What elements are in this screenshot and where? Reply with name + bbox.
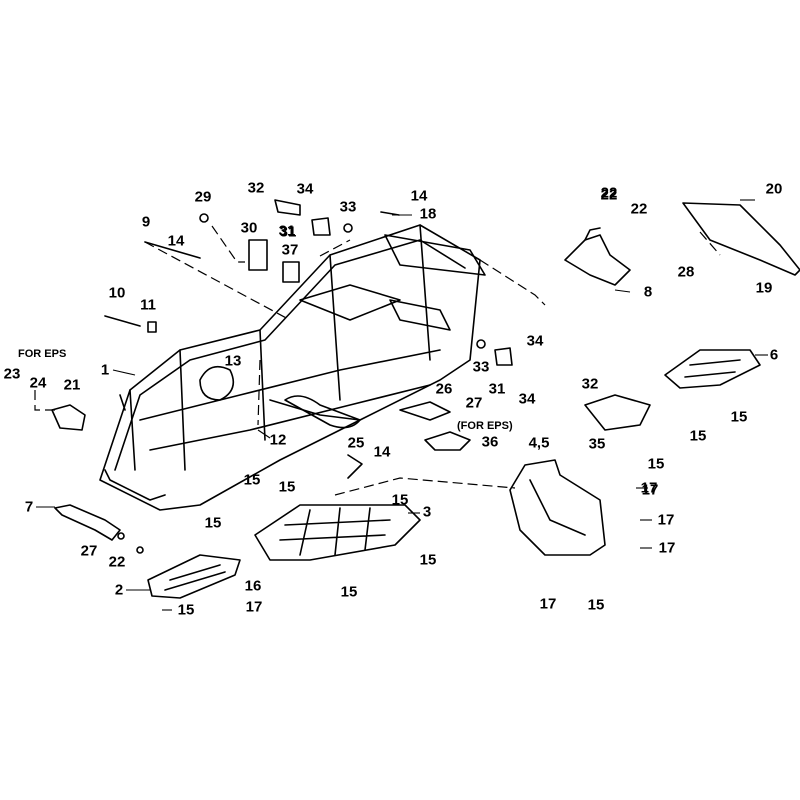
- callout-18: 18: [419, 205, 437, 223]
- callout-21: 21: [63, 376, 81, 394]
- leader-13: [257, 359, 261, 426]
- callout-36: 36: [481, 433, 499, 451]
- leader-28: [699, 231, 721, 256]
- leader-23: [34, 390, 55, 411]
- callout-31-a: 31: [278, 222, 296, 240]
- leader-1: [112, 369, 136, 376]
- callout-22-c: 22: [108, 553, 126, 571]
- callout-26: 26: [435, 380, 453, 398]
- eps-bracket-21: [51, 404, 86, 431]
- bracket-7: [54, 504, 121, 541]
- callout-35: 35: [588, 435, 606, 453]
- callout-15-b: 15: [340, 583, 358, 601]
- callout-37: 37: [281, 241, 299, 259]
- callout-19: 19: [755, 279, 773, 297]
- callout-32-a: 32: [247, 179, 265, 197]
- callout-34-b: 34: [526, 332, 544, 350]
- callout-31-b: 31: [488, 380, 506, 398]
- note-for-eps-center: (FOR EPS): [457, 420, 513, 432]
- callout-33-b: 33: [472, 358, 490, 376]
- callout-30: 30: [240, 219, 258, 237]
- callout-24: 24: [29, 374, 47, 392]
- note-for-eps-left: FOR EPS: [18, 348, 67, 360]
- callout-15-e: 15: [278, 478, 296, 496]
- callout-13: 13: [224, 352, 242, 370]
- callout-17-e: 17: [539, 595, 557, 613]
- skid-plate-front: [147, 554, 241, 599]
- callout-3: 3: [422, 503, 432, 521]
- callout-34-c: 34: [518, 390, 536, 408]
- callout-22-a: 22: [600, 184, 618, 202]
- leader-4-5: [334, 477, 516, 496]
- callout-4-5: 4,5: [528, 434, 550, 452]
- callout-15-h: 15: [730, 408, 748, 426]
- callout-32-b: 32: [581, 375, 599, 393]
- callout-17-d: 17: [658, 539, 676, 557]
- callout-2: 2: [114, 581, 124, 599]
- callout-23: 23: [3, 365, 21, 383]
- main-frame: [99, 224, 486, 511]
- bracket-plate-35: [584, 394, 651, 431]
- callout-15-d: 15: [204, 514, 222, 532]
- callout-15-i: 15: [647, 455, 665, 473]
- callout-22-d: 22: [600, 186, 618, 204]
- callout-1: 1: [100, 361, 110, 379]
- small-hardware: [104, 199, 513, 554]
- callout-12: 12: [269, 431, 287, 449]
- callout-16: 16: [244, 577, 262, 595]
- callout-15-j: 15: [243, 471, 261, 489]
- callout-22-b: 22: [630, 200, 648, 218]
- callout-20: 20: [765, 180, 783, 198]
- callout-6: 6: [769, 346, 779, 364]
- callout-7: 7: [24, 498, 34, 516]
- callout-14-b: 14: [410, 187, 428, 205]
- rear-cover-19: [682, 202, 800, 276]
- callout-9: 9: [141, 213, 151, 231]
- eps-bracket-36: [424, 431, 471, 451]
- rear-fender-guard: [509, 459, 606, 556]
- leader-8: [479, 259, 546, 306]
- bracket-8: [564, 227, 631, 286]
- callout-33-a: 33: [339, 198, 357, 216]
- callout-8: 8: [643, 283, 653, 301]
- callout-31-c: 31: [279, 223, 297, 241]
- skid-plate-rear-right: [664, 349, 761, 389]
- callout-34-a: 34: [296, 180, 314, 198]
- callout-14-c: 14: [373, 443, 391, 461]
- callout-27-b: 27: [80, 542, 98, 560]
- callout-28: 28: [677, 263, 695, 281]
- callout-17-b: 17: [640, 479, 658, 497]
- callout-11: 11: [140, 296, 156, 314]
- callout-15-k: 15: [391, 491, 409, 509]
- callout-29: 29: [194, 188, 212, 206]
- callout-17-f: 17: [641, 481, 659, 499]
- callout-25: 25: [347, 434, 365, 452]
- callout-15-g: 15: [689, 427, 707, 445]
- callout-15-c: 15: [419, 551, 437, 569]
- leader-8-tail: [614, 289, 631, 293]
- callout-14-a: 14: [167, 232, 185, 250]
- callout-10: 10: [108, 284, 126, 302]
- callout-17-c: 17: [657, 511, 675, 529]
- callout-17-a: 17: [245, 598, 263, 616]
- plate-26: [399, 401, 451, 421]
- leader-31: [319, 239, 351, 257]
- skid-plate-center: [254, 504, 421, 561]
- leader-12: [257, 429, 271, 439]
- callout-15-f: 15: [587, 596, 605, 614]
- callout-27-a: 27: [465, 394, 483, 412]
- callout-15-a: 15: [177, 601, 195, 619]
- leader-29: [211, 225, 245, 263]
- leader-9: [144, 241, 291, 321]
